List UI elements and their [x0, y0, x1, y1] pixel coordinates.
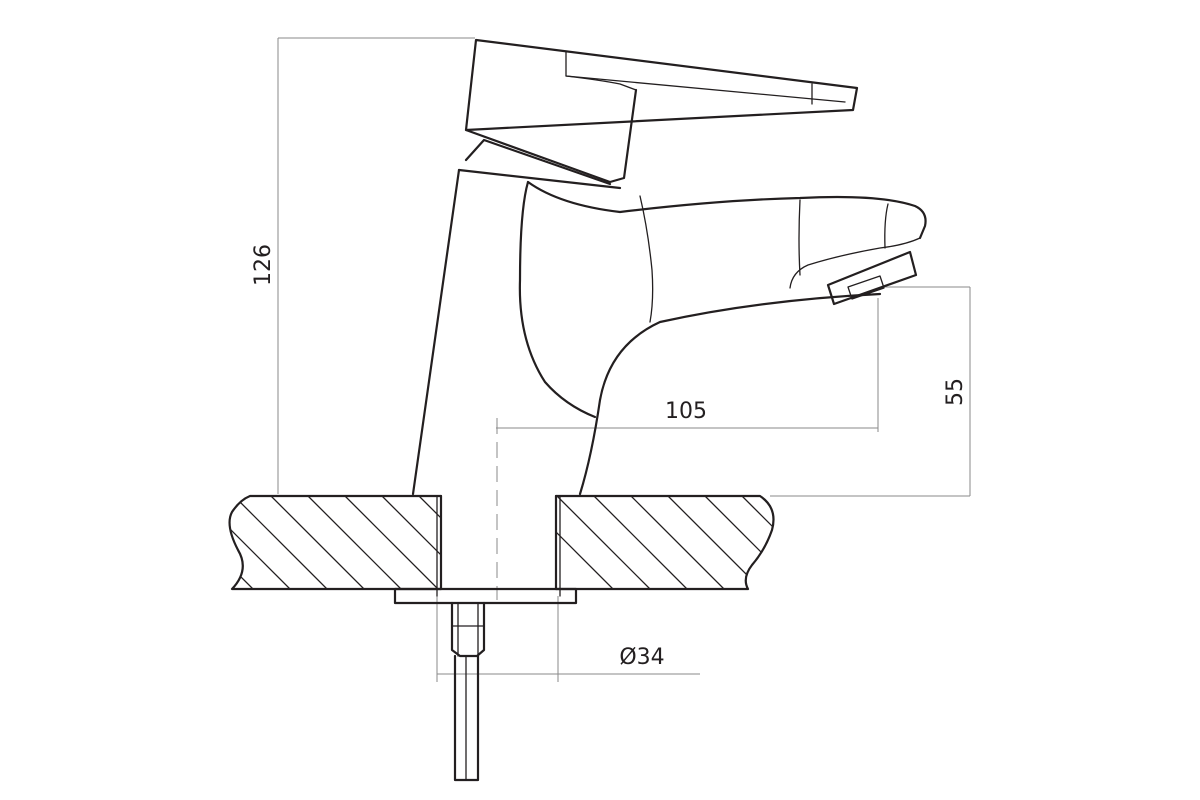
dimension-diameter-label: Ø34	[619, 645, 664, 670]
cartridge-neck	[464, 138, 612, 186]
lever-inner-edge	[565, 51, 637, 91]
dimension-55: 55	[770, 286, 971, 497]
supply-stud	[450, 601, 486, 782]
countertop-left-section	[228, 494, 443, 591]
spout-top	[526, 180, 927, 240]
countertop-right-hatching	[556, 496, 774, 589]
spout-seam-2	[798, 199, 801, 276]
countertop-left-hatching	[229, 496, 441, 589]
lever-outline	[464, 38, 859, 132]
spout-seam-3	[884, 203, 889, 249]
dimension-126-label: 126	[251, 244, 276, 286]
mounting-shank	[436, 418, 561, 600]
body-left-edge	[411, 168, 461, 496]
spout-tip-underside	[789, 237, 921, 289]
dimension-105-label: 105	[665, 399, 707, 424]
spout-seam-1	[639, 195, 654, 323]
aerator	[826, 250, 918, 306]
lever-handle[interactable]	[464, 38, 859, 186]
spout-underside	[578, 292, 882, 496]
mounting-washer	[393, 587, 578, 605]
dimension-126: 126	[251, 37, 475, 494]
lever-bottom-line	[565, 75, 846, 103]
body-inner-curve	[518, 180, 597, 419]
faucet-body	[411, 168, 927, 496]
dimension-55-label: 55	[943, 378, 968, 406]
countertop-right-section	[554, 494, 775, 591]
dimension-105: 105	[496, 298, 879, 432]
lever-cartridge-front	[464, 88, 638, 184]
dimension-diameter-34: Ø34	[436, 596, 700, 682]
body-top-edge	[457, 168, 622, 190]
